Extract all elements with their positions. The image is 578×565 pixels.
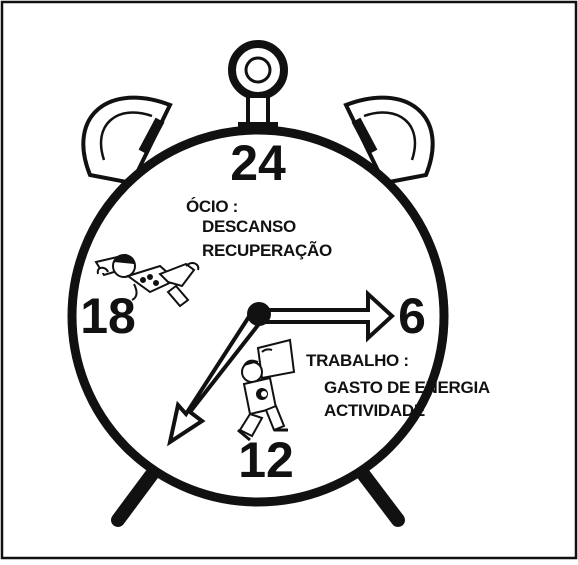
center-pivot xyxy=(247,302,271,326)
number-24: 24 xyxy=(230,135,286,191)
leisure-title: ÓCIO : xyxy=(186,197,238,216)
number-18: 18 xyxy=(80,288,136,344)
work-item-activity: ACTIVIDADE xyxy=(324,401,425,420)
leisure-item-rest: DESCANSO xyxy=(202,217,296,236)
leisure-item-recovery: RECUPERAÇÃO xyxy=(202,240,332,260)
work-title: TRABALHO : xyxy=(306,351,409,370)
work-item-energy: GASTO DE ENERGIA xyxy=(324,378,490,397)
number-12: 12 xyxy=(238,432,294,488)
number-6: 6 xyxy=(398,288,426,344)
winding-knob-icon xyxy=(232,44,284,130)
